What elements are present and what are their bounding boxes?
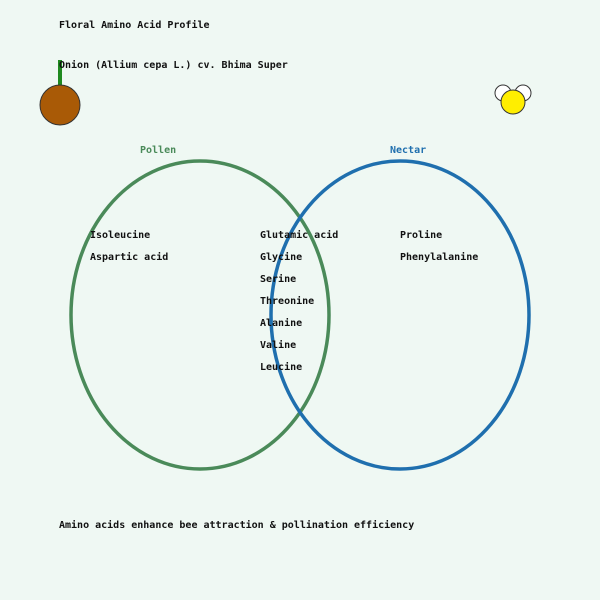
shared-item: Threonine	[260, 296, 315, 307]
shared-item: Serine	[260, 274, 297, 285]
onion-icon	[39, 60, 81, 126]
pollen-set-ellipse	[69, 159, 331, 471]
shared-item: Glutamic acid	[260, 230, 339, 241]
shared-item: Glycine	[260, 252, 303, 263]
diagram-subtitle: Onion (Allium cepa L.) cv. Bhima Super	[59, 60, 288, 71]
shared-item: Valine	[260, 340, 297, 351]
shared-item: Leucine	[260, 362, 303, 373]
footer-note: Amino acids enhance bee attraction & pol…	[59, 520, 415, 531]
pollen-only-item: Isoleucine	[90, 230, 151, 241]
nectar-only-item: Phenylalanine	[400, 252, 479, 263]
nectar-set-label: Nectar	[390, 145, 427, 156]
diagram-title: Floral Amino Acid Profile	[59, 20, 210, 31]
nectar-set-ellipse	[269, 159, 531, 471]
bee-icon	[494, 84, 532, 115]
pollen-set-label: Pollen	[140, 145, 177, 156]
pollen-only-item: Aspartic acid	[90, 252, 169, 263]
shared-item: Alanine	[260, 318, 303, 329]
nectar-only-item: Proline	[400, 230, 443, 241]
